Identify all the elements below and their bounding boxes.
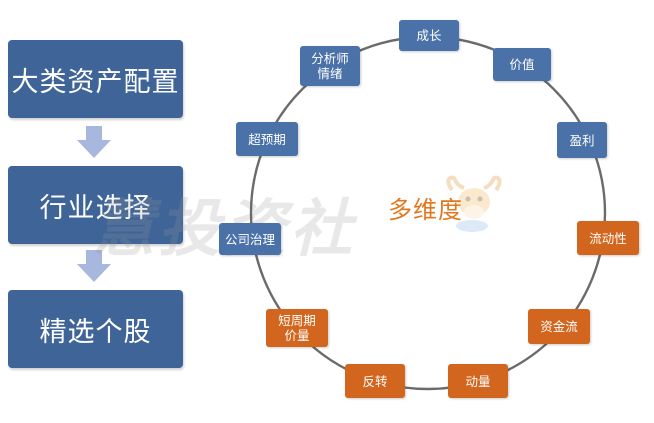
node-label-line: 情绪 bbox=[317, 66, 343, 81]
node-label: 动量 bbox=[465, 373, 491, 389]
node-label: 成长 bbox=[416, 28, 442, 43]
center-label: 多维度 bbox=[388, 196, 463, 224]
node-label-line: 价量 bbox=[284, 328, 310, 343]
node-capital-flow: 资金流 bbox=[528, 309, 590, 344]
flow-step-industry-selection: 行业选择 bbox=[8, 166, 183, 244]
node-label-line: 短周期 bbox=[278, 313, 316, 328]
flow-step-stock-picking: 精选个股 bbox=[8, 290, 183, 368]
node-super-expectation: 超预期 bbox=[236, 122, 298, 156]
flow-step-asset-allocation: 大类资产配置 bbox=[8, 40, 183, 118]
flow-step-label: 大类资产配置 bbox=[11, 66, 180, 98]
node-analyst-sentiment: 分析师 情绪 bbox=[300, 46, 360, 86]
node-liquidity: 流动性 bbox=[577, 221, 639, 255]
node-corporate-governance: 公司治理 bbox=[219, 223, 281, 255]
node-label: 超预期 bbox=[248, 131, 286, 147]
node-label: 资金流 bbox=[540, 319, 578, 334]
flow-step-label: 精选个股 bbox=[39, 316, 152, 348]
node-short-term-price-volume: 短周期 价量 bbox=[266, 309, 328, 347]
node-growth: 成长 bbox=[399, 20, 459, 51]
node-label: 流动性 bbox=[589, 230, 627, 246]
bull-logo-icon bbox=[446, 175, 502, 232]
node-label: 反转 bbox=[362, 373, 388, 389]
down-arrow-icon bbox=[77, 126, 111, 158]
node-label: 价值 bbox=[509, 57, 535, 72]
node-label: 公司治理 bbox=[224, 231, 275, 247]
node-label: 盈利 bbox=[569, 132, 595, 148]
node-value: 价值 bbox=[493, 48, 551, 81]
node-profit: 盈利 bbox=[557, 122, 607, 158]
node-label-line: 分析师 bbox=[311, 51, 349, 66]
down-arrow-icon bbox=[77, 250, 111, 282]
node-reversal: 反转 bbox=[345, 364, 405, 398]
flow-step-label: 行业选择 bbox=[39, 192, 152, 224]
node-momentum: 动量 bbox=[448, 364, 508, 398]
